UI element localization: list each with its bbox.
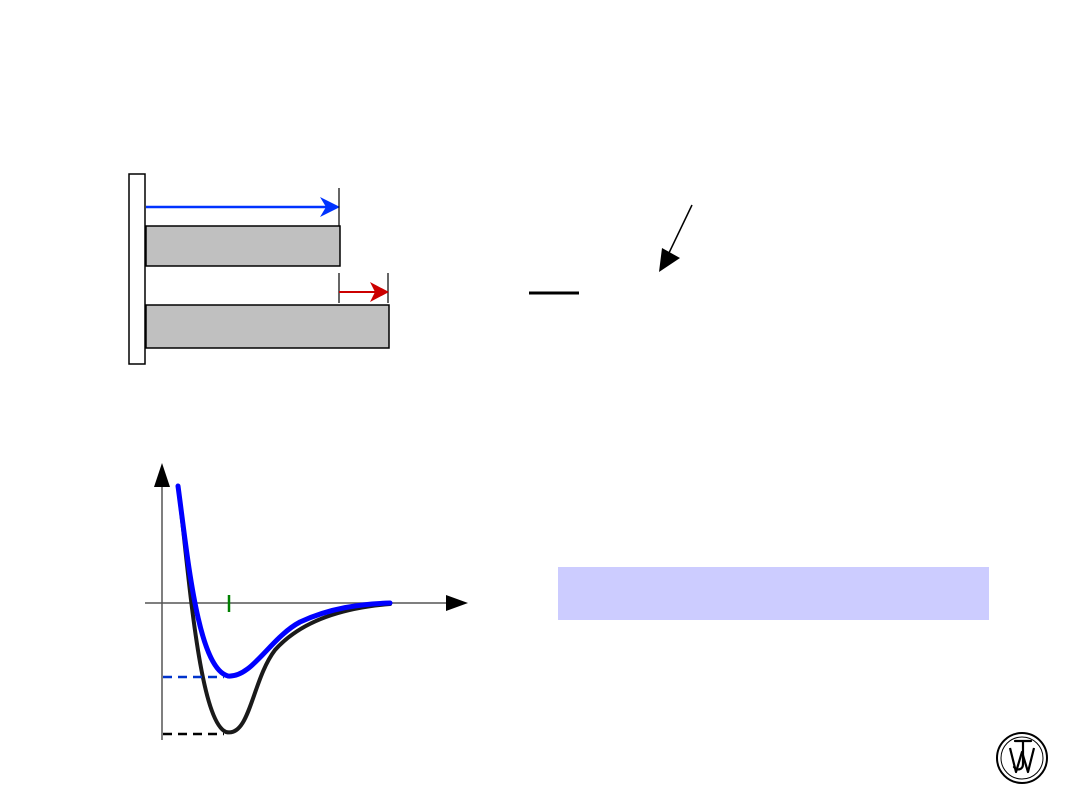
pointer-annotation (529, 204, 693, 295)
wiley-jw-logo-icon (996, 732, 1048, 784)
wall-support (128, 173, 146, 365)
potential-energy-plot (145, 463, 468, 740)
short-bar (145, 225, 341, 267)
highlight-box (558, 567, 989, 620)
pointer-arrow-line (667, 204, 693, 256)
blue-arrow-head (320, 197, 340, 217)
x-axis-arrowhead (446, 595, 468, 611)
y-axis-arrowhead (154, 463, 170, 487)
blue-potential-curve (175, 483, 393, 679)
pointer-arrow-head (659, 248, 680, 272)
bar-diagram (128, 173, 390, 365)
red-arrow-head (370, 282, 389, 302)
long-bar (145, 304, 390, 349)
black-potential-curve (176, 484, 392, 735)
